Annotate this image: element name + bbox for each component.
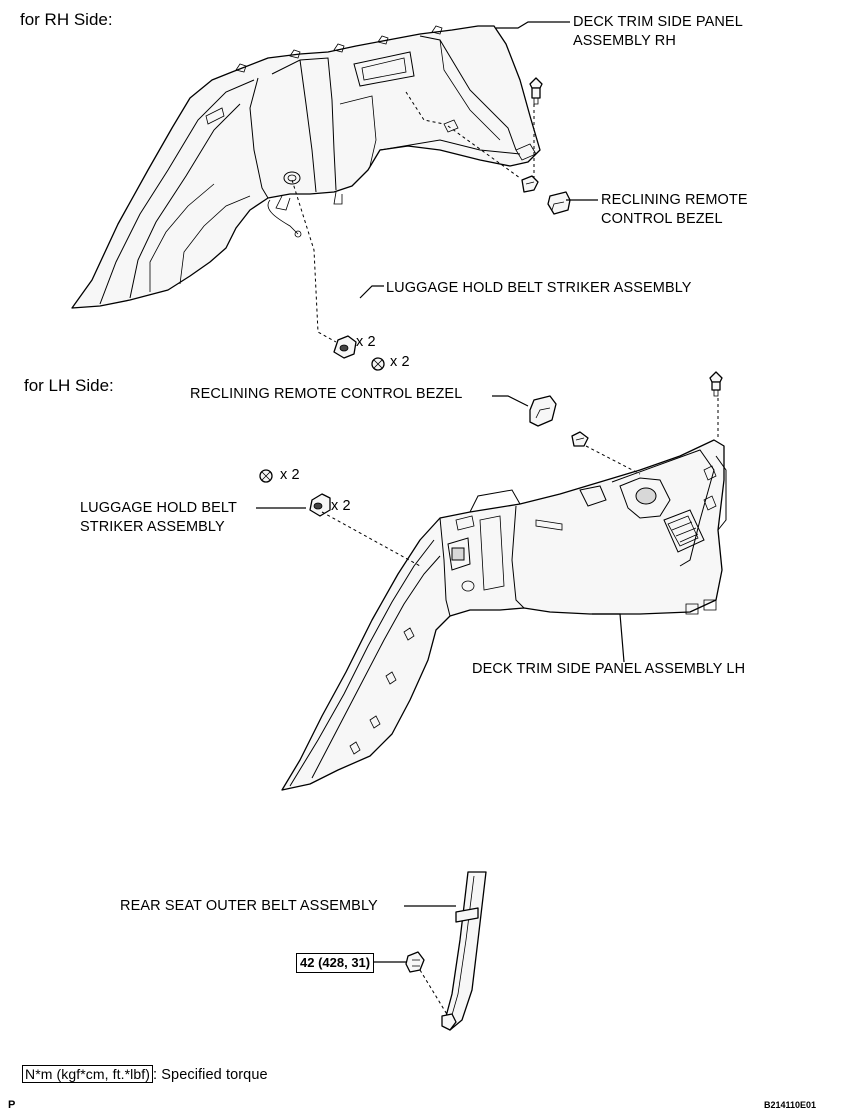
label-striker-rh: LUGGAGE HOLD BELT STRIKER ASSEMBLY [386, 280, 692, 296]
lh-screw-drawing [571, 431, 589, 447]
rh-clip-drawing [529, 77, 543, 105]
torque-legend-unit-box: N*m (kgf*cm, ft.*lbf) [22, 1065, 154, 1083]
label-deck-trim-rh-line2: ASSEMBLY RH [573, 33, 676, 49]
label-bezel-lh: RECLINING REMOTE CONTROL BEZEL [190, 386, 463, 402]
label-bezel-rh-line2: CONTROL BEZEL [601, 211, 723, 227]
label-deck-trim-rh-line1: DECK TRIM SIDE PANEL [573, 14, 743, 30]
label-qty-screw-rh: x 2 [390, 354, 410, 370]
label-qty-striker-rh: x 2 [356, 334, 376, 350]
figure-code: B214110E01 [764, 1100, 817, 1110]
rh-striker-screw-drawing [371, 357, 385, 371]
lh-bezel-drawing [529, 395, 557, 427]
label-rear-seat-outer-belt: REAR SEAT OUTER BELT ASSEMBLY [120, 898, 378, 914]
deck-trim-side-panel-lh-drawing [281, 439, 727, 791]
lh-section-title: for LH Side: [24, 376, 114, 395]
torque-legend-text: : Specified torque [153, 1067, 268, 1083]
label-deck-trim-lh: DECK TRIM SIDE PANEL ASSEMBLY LH [472, 661, 746, 677]
footer-mark: P [8, 1099, 16, 1111]
rh-screw-drawing [521, 175, 539, 193]
label-bezel-rh-line1: RECLINING REMOTE [601, 192, 748, 208]
rh-striker-drawing [333, 335, 357, 359]
rear-seat-outer-belt-drawing [441, 871, 487, 1031]
lh-striker-drawing [309, 493, 331, 517]
rh-section-title: for RH Side: [20, 10, 113, 29]
label-striker-lh-line1: LUGGAGE HOLD BELT [80, 500, 237, 516]
deck-trim-side-panel-rh-drawing [71, 25, 541, 309]
belt-bolt-drawing [405, 951, 425, 973]
lh-clip-drawing [709, 371, 723, 397]
torque-legend: N*m (kgf*cm, ft.*lbf): Specified torque [22, 1065, 268, 1084]
label-qty-striker-lh: x 2 [331, 498, 351, 514]
rh-bezel-drawing [547, 191, 571, 215]
torque-value-belt-bolt: 42 (428, 31) [296, 953, 375, 973]
label-qty-screw-lh: x 2 [280, 467, 300, 483]
label-striker-lh-line2: STRIKER ASSEMBLY [80, 519, 225, 535]
lh-striker-screw-drawing [259, 469, 273, 483]
